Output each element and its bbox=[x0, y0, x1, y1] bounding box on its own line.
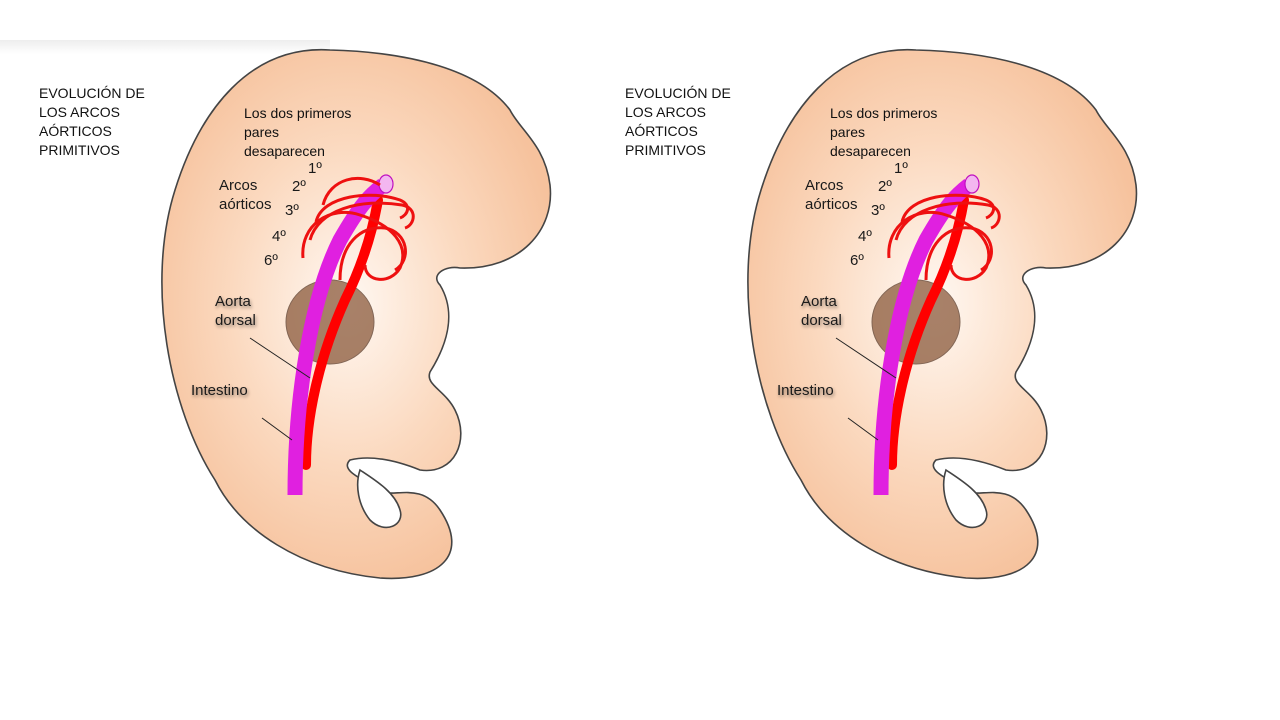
label-aorta-dorsal: Aorta dorsal bbox=[215, 293, 256, 329]
figure-title: EVOLUCIÓN DE LOS ARCOS AÓRTICOS PRIMITIV… bbox=[39, 85, 145, 158]
aorta-pointer bbox=[249, 337, 311, 379]
arch-number-6: 6º bbox=[850, 252, 864, 269]
tail-notch bbox=[942, 468, 988, 529]
embryo-illustration bbox=[747, 49, 1138, 580]
intestine-end bbox=[378, 174, 394, 194]
label-intestino: Intestino bbox=[777, 382, 834, 399]
diagram-panel-left: EVOLUCIÓN DE LOS ARCOS AÓRTICOS PRIMITIV… bbox=[39, 49, 552, 580]
diagram-panel-right: EVOLUCIÓN DE LOS ARCOS AÓRTICOS PRIMITIV… bbox=[586, 0, 1226, 720]
arch-number-6: 6º bbox=[264, 252, 278, 269]
arch-number-1: 1º bbox=[894, 160, 908, 177]
arch-number-1: 1º bbox=[308, 160, 322, 177]
intestine-tube bbox=[287, 179, 388, 496]
aorta-pointer bbox=[835, 337, 897, 379]
intestino-pointer bbox=[847, 417, 879, 441]
intestino-pointer bbox=[261, 417, 293, 441]
embryo-illustration bbox=[161, 49, 552, 580]
intestine-end bbox=[964, 174, 980, 194]
note-text: Los dos primeros pares desaparecen bbox=[244, 105, 352, 159]
tail-notch bbox=[356, 468, 402, 529]
label-arcos-aorticos: Arcos aórticos bbox=[219, 177, 272, 213]
arch-number-4: 4º bbox=[858, 228, 872, 245]
figure-title: EVOLUCIÓN DE LOS ARCOS AÓRTICOS PRIMITIV… bbox=[625, 85, 731, 158]
arch-number-2: 2º bbox=[292, 178, 306, 195]
arch-number-4: 4º bbox=[272, 228, 286, 245]
arch-number-2: 2º bbox=[878, 178, 892, 195]
aorta-vessel bbox=[301, 195, 383, 470]
note-text: Los dos primeros pares desaparecen bbox=[830, 105, 938, 159]
top-smudge bbox=[0, 40, 330, 54]
label-arcos-aorticos: Arcos aórticos bbox=[805, 177, 858, 213]
arch-number-3: 3º bbox=[871, 202, 885, 219]
label-aorta-dorsal: Aorta dorsal bbox=[801, 293, 842, 329]
aortic-arches bbox=[887, 193, 1001, 281]
aortic-arches bbox=[301, 176, 415, 281]
aorta-vessel bbox=[887, 195, 969, 470]
arch-number-3: 3º bbox=[285, 202, 299, 219]
intestine-tube bbox=[873, 179, 974, 496]
label-intestino: Intestino bbox=[191, 382, 248, 399]
